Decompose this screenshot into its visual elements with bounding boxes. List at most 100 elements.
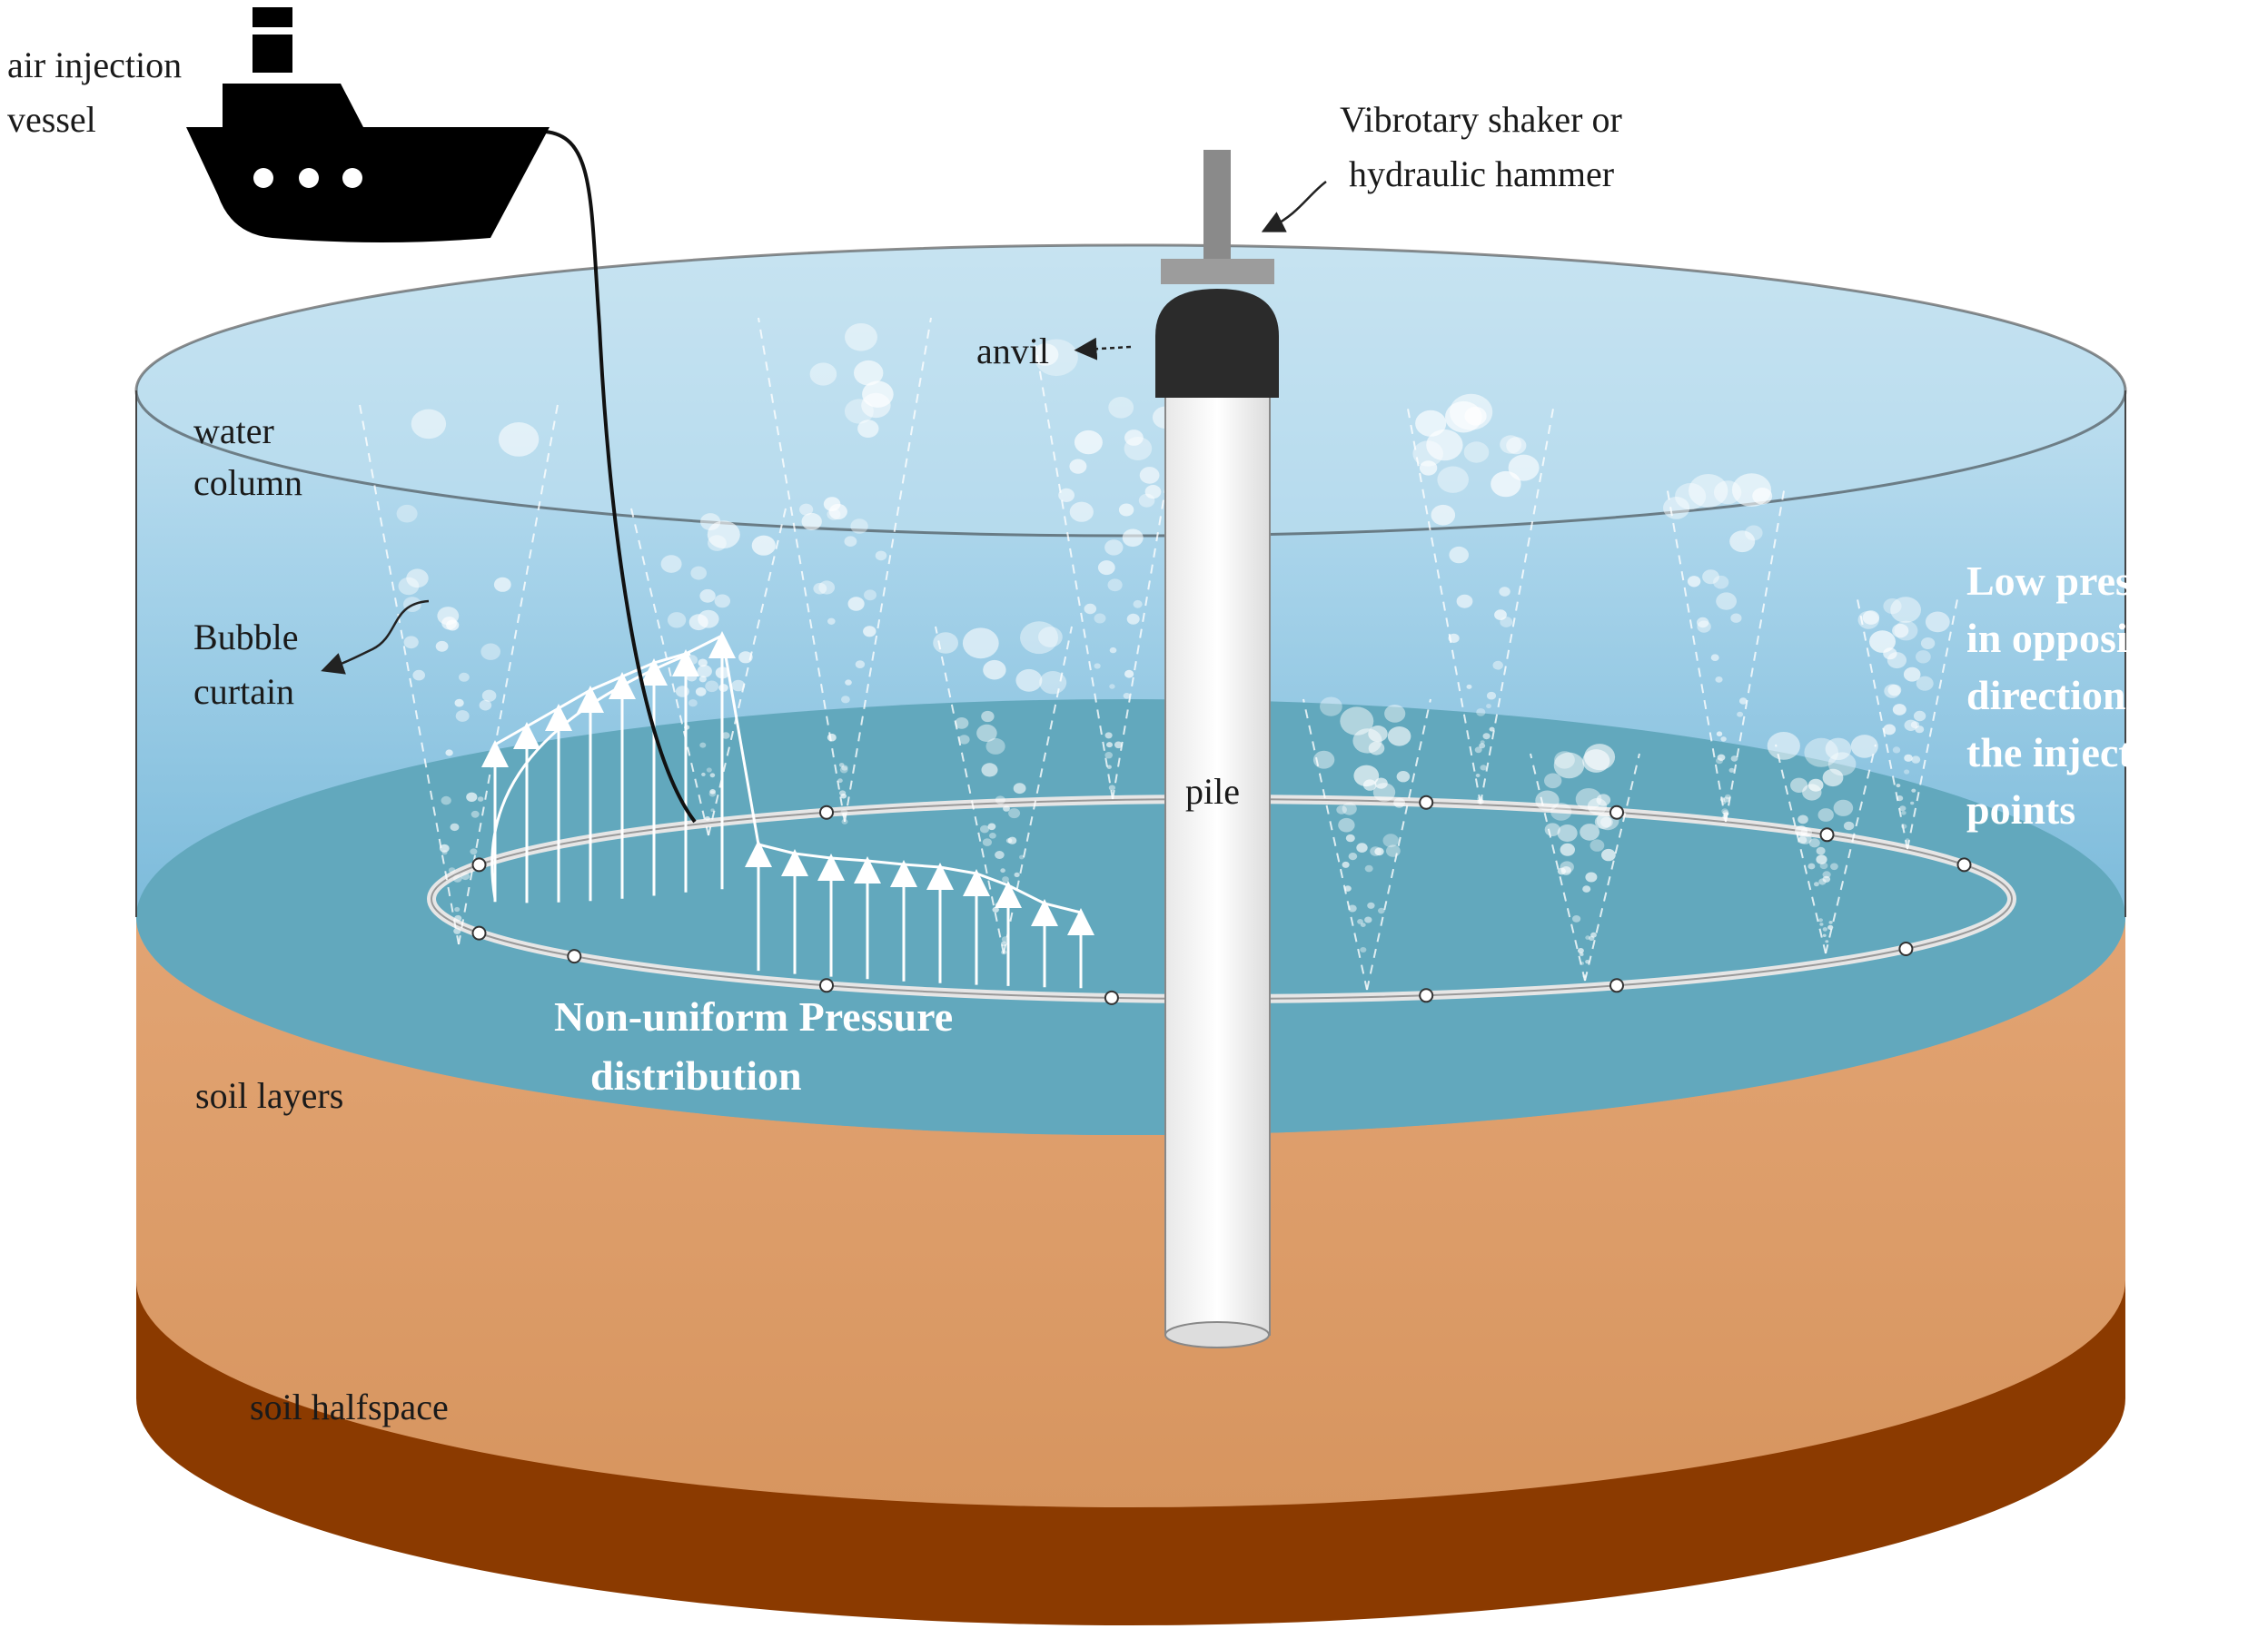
bubble-icon	[1560, 843, 1576, 856]
pressure-envelope	[494, 633, 1082, 914]
bubble-icon	[844, 536, 857, 547]
bubble-icon	[1892, 623, 1909, 638]
bubble-icon	[1124, 429, 1144, 446]
bubble-plume	[1302, 696, 1431, 991]
injection-point	[819, 805, 834, 820]
bubble-icon	[1816, 854, 1827, 864]
bubble-icon	[1905, 838, 1910, 843]
bubble-icon	[838, 763, 845, 767]
bubble-icon	[827, 617, 836, 625]
bubble-icon	[470, 848, 478, 855]
bubble-icon	[1580, 953, 1584, 957]
anvil-label: anvil	[976, 331, 1049, 371]
bubble-icon	[459, 672, 470, 682]
bubble-icon	[1312, 750, 1335, 769]
bubble-icon	[1601, 848, 1616, 862]
bubble-icon	[481, 689, 497, 702]
bubble-icon	[1342, 861, 1350, 868]
bubble-icon	[1475, 774, 1481, 777]
bubble-icon	[1382, 834, 1399, 848]
bubble-icon	[1114, 741, 1123, 749]
bubble-icon	[1456, 594, 1473, 608]
bubble-icon	[454, 906, 461, 913]
bubble-icon	[1104, 752, 1113, 759]
low-pressure-label-line1: Low pressure	[1966, 558, 2207, 604]
water-label-line1: water	[193, 410, 274, 451]
bubble-plume	[1767, 732, 1878, 954]
bubble-icon	[840, 809, 848, 815]
bubble-icon	[1466, 684, 1472, 689]
bubble-icon	[1035, 339, 1078, 377]
bubble-icon	[439, 844, 450, 853]
bubble-icon	[1911, 788, 1916, 793]
bubble-icon	[1356, 843, 1368, 853]
pile	[1164, 390, 1271, 1348]
bubble-icon	[845, 323, 877, 351]
low-pressure-label-line4: the injection	[1966, 729, 2188, 775]
bubble-icon	[1825, 737, 1852, 760]
bubble-icon	[1818, 878, 1827, 885]
bubble-icon	[1544, 773, 1562, 789]
bubble-icon	[1557, 824, 1578, 842]
bubble-icon	[839, 790, 847, 796]
bubble-icon	[1689, 474, 1728, 508]
bubble-icon	[955, 717, 969, 729]
bubble-icon	[1370, 846, 1382, 856]
bubble-icon	[1108, 397, 1134, 419]
bubble-icon	[675, 686, 689, 697]
bubble-icon	[1508, 454, 1540, 481]
bubble-icon	[1913, 710, 1926, 722]
bubble-plume	[758, 317, 932, 824]
bubble-icon	[701, 772, 706, 776]
bubble-icon	[1825, 940, 1829, 943]
bubble-icon	[1482, 733, 1491, 740]
bubble-icon	[1822, 875, 1831, 883]
bubble-icon	[1550, 803, 1572, 821]
bubble-icon	[1345, 834, 1355, 843]
bubble-icon	[1724, 812, 1729, 816]
bubble-icon	[1506, 437, 1527, 455]
vessel-label-line2: vessel	[7, 99, 96, 140]
bubble-plume	[1407, 393, 1554, 805]
bubble-icon	[1106, 742, 1113, 748]
bubble-icon	[1431, 504, 1456, 526]
bubble-icon	[1795, 825, 1808, 837]
bubble-icon	[470, 810, 480, 818]
bubble-icon	[1039, 671, 1067, 695]
bubble-icon	[1857, 610, 1879, 629]
bubble-icon	[827, 733, 837, 742]
bubble-icon	[1348, 853, 1358, 861]
bubble-icon	[1738, 697, 1748, 705]
bubble-icon	[1719, 797, 1726, 802]
bubble-icon	[1580, 962, 1585, 965]
bubble-icon	[1463, 441, 1490, 463]
bubble-icon	[1822, 768, 1844, 787]
pressure-distribution	[481, 631, 1094, 989]
bubble-icon	[751, 535, 776, 556]
bubble-icon	[1368, 741, 1385, 755]
air-hose	[544, 130, 697, 824]
bubble-icon	[453, 927, 461, 934]
shaker-label-line1: Vibrotary shaker or	[1340, 99, 1622, 140]
bubble-icon	[1015, 668, 1043, 692]
nonuniform-label-line1: Non-uniform Pressure	[554, 993, 953, 1040]
bubble-icon	[1713, 575, 1729, 589]
bubble-icon	[688, 699, 698, 707]
bubble-icon	[1590, 932, 1597, 938]
bubble-icon	[1883, 724, 1897, 736]
bubble-icon	[1494, 609, 1507, 620]
bubble-icon	[1320, 696, 1342, 716]
bubble-icon	[1730, 613, 1742, 623]
bubble-icon	[989, 833, 996, 839]
bubble-icon	[1144, 485, 1162, 499]
bubble-icon	[1702, 569, 1719, 585]
bubble-icon	[706, 767, 712, 773]
bubble-icon	[1822, 871, 1831, 879]
bubble-icon	[1126, 613, 1140, 625]
bubble-icon	[1687, 576, 1701, 587]
bubble-plume	[1663, 473, 1786, 823]
bubble-icon	[1415, 410, 1447, 437]
bubble-icon	[1374, 847, 1384, 856]
bubble-icon	[1722, 810, 1729, 816]
